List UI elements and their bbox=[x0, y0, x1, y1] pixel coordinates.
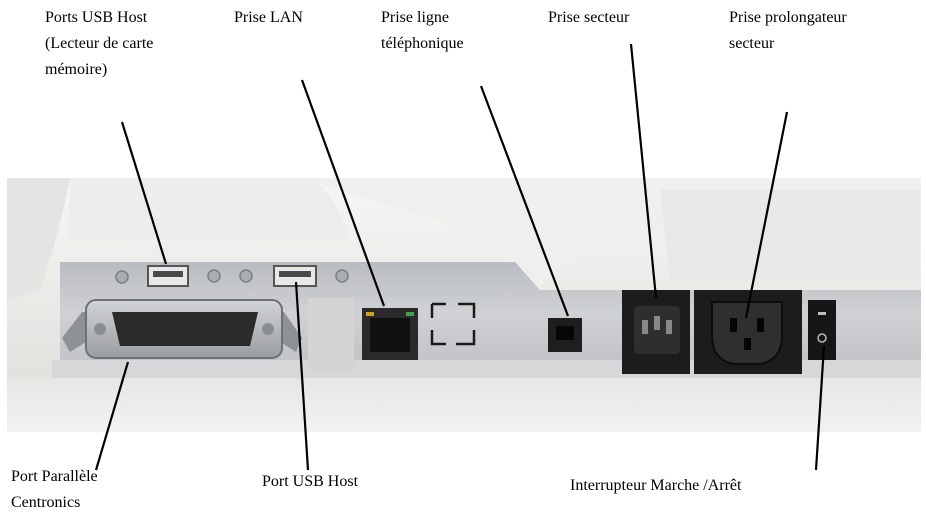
phone-line-jack bbox=[548, 318, 582, 352]
blank-label-patch bbox=[308, 298, 354, 370]
label-usb-host-port: Port USB Host bbox=[262, 473, 359, 490]
usb-card-reader-ports bbox=[147, 265, 189, 287]
label-mains-extension: Prise prolongateur secteur bbox=[729, 9, 847, 52]
power-switch bbox=[808, 300, 836, 360]
label-power-switch: Interrupteur Marche /Arrêt bbox=[570, 477, 742, 494]
mains-inlet bbox=[622, 290, 690, 374]
label-parallel-port: Port Parallèle Centronics bbox=[11, 468, 98, 511]
usb-host-port bbox=[273, 265, 317, 287]
mains-extension-outlet bbox=[694, 290, 802, 374]
label-lan-jack: Prise LAN bbox=[234, 9, 303, 26]
blank-port-outline bbox=[430, 302, 476, 346]
label-phone-line: Prise ligne téléphonique bbox=[381, 9, 464, 52]
label-mains-socket: Prise secteur bbox=[548, 9, 630, 26]
label-usb-host-card-reader: Ports USB Host (Lecteur de carte mémoire… bbox=[45, 9, 154, 78]
parallel-centronics-port bbox=[62, 299, 302, 359]
lan-jack bbox=[362, 308, 418, 360]
